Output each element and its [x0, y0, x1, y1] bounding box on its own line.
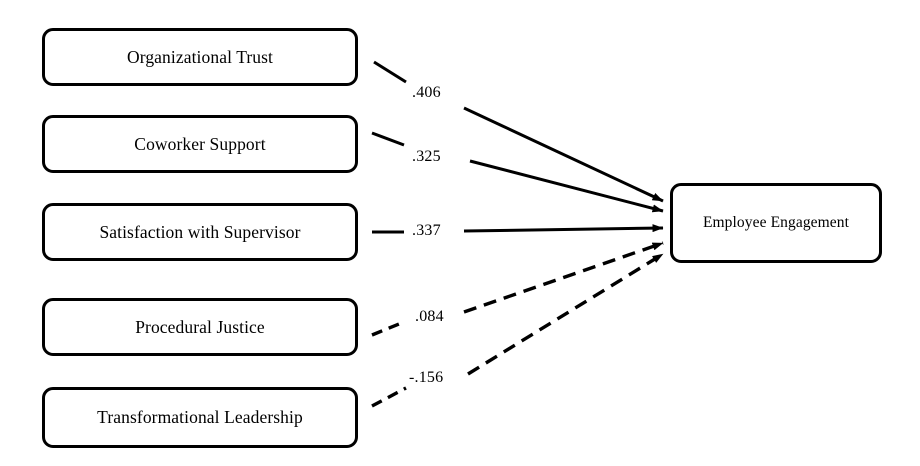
path-stub-procedural-justice	[371, 320, 405, 337]
node-label: Organizational Trust	[126, 46, 274, 67]
node-coworker-support[interactable]: Coworker Support	[42, 115, 358, 173]
path-coefficient-transformational-leadership: -.156	[409, 369, 444, 386]
path-arrow-path-procedural-justice	[463, 241, 664, 314]
path-coefficient-procedural-justice: .084	[415, 308, 444, 325]
node-label: Transformational Leadership	[97, 407, 303, 428]
path-coefficient-satisfaction-with-supervisor: .337	[412, 222, 441, 239]
node-satisfaction-with-supervisor[interactable]: Satisfaction with Supervisor	[42, 203, 358, 261]
path-arrow-path-satisfaction-with-supervisor	[463, 224, 664, 233]
node-transformational-leadership[interactable]: Transformational Leadership	[42, 387, 358, 448]
path-stub-organizational-trust	[373, 60, 407, 84]
node-organizational-trust[interactable]: Organizational Trust	[42, 28, 358, 86]
node-label: Procedural Justice	[135, 316, 265, 337]
path-arrow-path-organizational-trust	[463, 106, 664, 203]
path-stub-transformational-leadership	[371, 386, 407, 408]
path-stub-coworker-support	[371, 131, 405, 147]
path-arrow-path-transformational-leadership	[467, 252, 664, 376]
node-label: Coworker Support	[134, 133, 266, 154]
path-coefficient-coworker-support: .325	[412, 148, 441, 165]
node-label: Employee Engagement	[702, 214, 850, 232]
node-procedural-justice[interactable]: Procedural Justice	[42, 298, 358, 356]
node-employee-engagement[interactable]: Employee Engagement	[670, 183, 882, 263]
node-label: Satisfaction with Supervisor	[99, 221, 301, 242]
path-coefficient-organizational-trust: .406	[412, 84, 441, 101]
path-arrow-path-coworker-support	[469, 159, 664, 213]
